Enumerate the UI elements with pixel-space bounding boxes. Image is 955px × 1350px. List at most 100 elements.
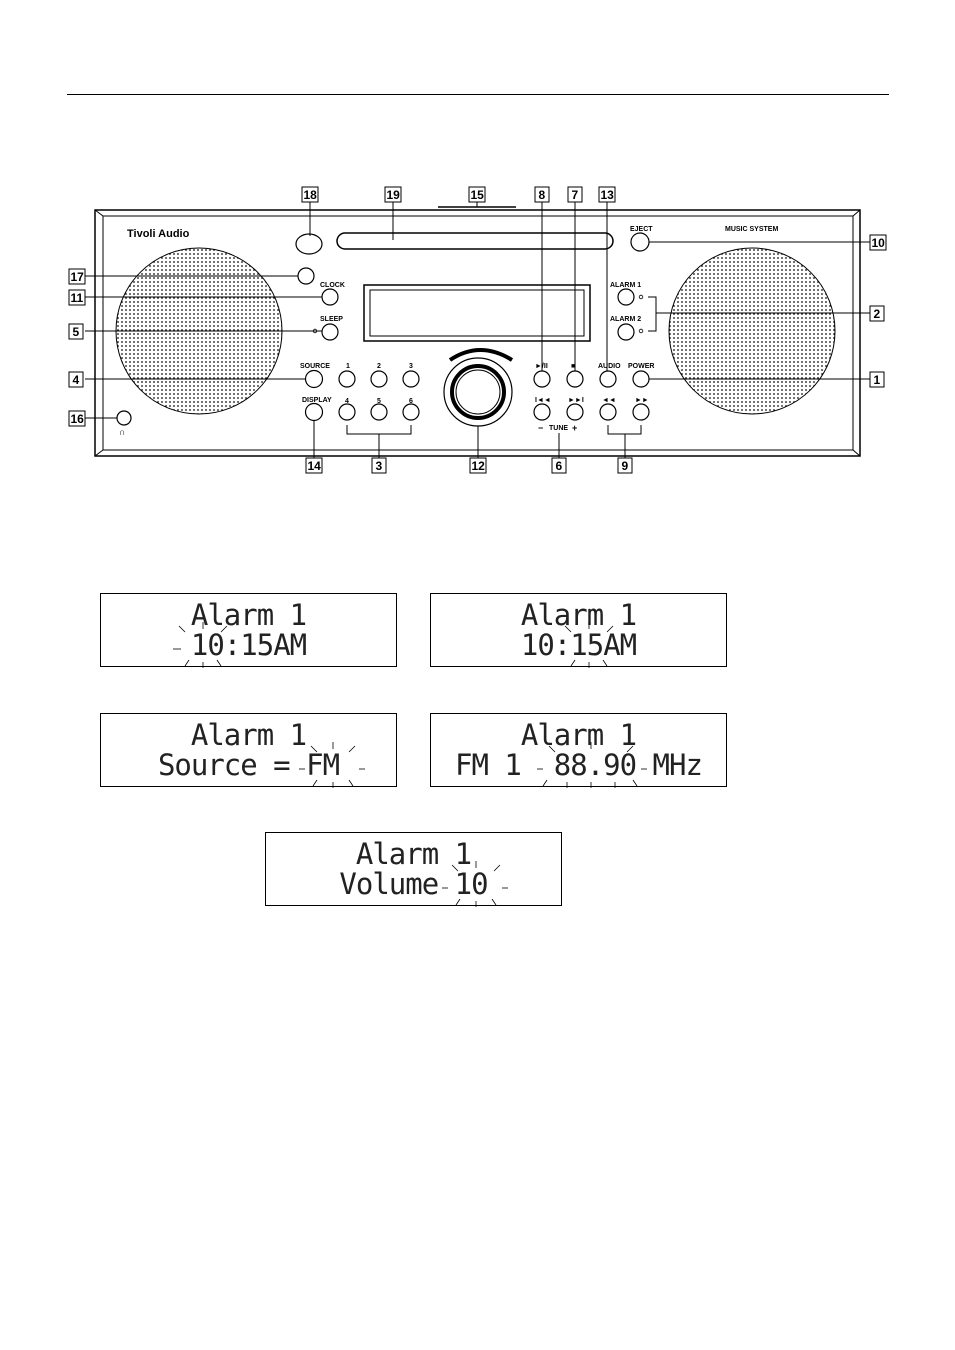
svg-text:7: 7 [572, 188, 579, 202]
right-speaker-grille [669, 248, 835, 414]
rewind-label: ◄◄ [602, 397, 616, 404]
next-label: ►►I [568, 397, 584, 404]
display-button[interactable] [306, 404, 323, 421]
callout-11: 11 [69, 290, 85, 305]
ir-sensor-button[interactable] [296, 234, 322, 254]
callout-2: 2 [870, 306, 884, 321]
lcd-alarm-time-minutes: Alarm 1 10:15AM [430, 593, 727, 667]
blink-marks [431, 594, 728, 668]
svg-text:13: 13 [601, 188, 615, 202]
callout-19: 19 [385, 187, 401, 202]
forward-button[interactable] [633, 404, 649, 420]
lcd-alarm-volume: Alarm 1 Volume 10 [265, 832, 562, 906]
svg-text:12: 12 [472, 459, 486, 473]
svg-text:10: 10 [872, 236, 886, 250]
power-label: POWER [628, 363, 654, 370]
eject-button[interactable] [631, 233, 649, 251]
svg-text:5: 5 [73, 325, 80, 339]
callout-7: 7 [568, 187, 582, 202]
prev-label: I◄◄ [535, 397, 551, 404]
svg-text:18: 18 [304, 188, 318, 202]
tuning-knob[interactable] [444, 358, 512, 426]
preset6-button[interactable] [403, 404, 419, 420]
preset-bracket [347, 425, 411, 434]
display-label: DISPLAY [302, 397, 332, 404]
prev-button[interactable] [534, 404, 550, 420]
lcd-alarm-station: Alarm 1 FM 1 88.90 MHz [430, 713, 727, 787]
tune-plus-label: + [572, 423, 577, 433]
source-button[interactable] [306, 371, 323, 388]
eject-label: EJECT [630, 226, 653, 233]
preset1-label: 1 [346, 363, 350, 370]
callout-12: 12 [470, 458, 486, 473]
forward-label: ►► [635, 397, 649, 404]
callout-5: 5 [69, 324, 83, 339]
sleep-button[interactable] [322, 324, 338, 340]
stop-button[interactable] [567, 371, 583, 387]
rew-fwd-bracket [608, 425, 641, 434]
callout-10: 10 [870, 235, 886, 250]
audio-label: AUDIO [598, 363, 621, 370]
blink-marks [266, 833, 563, 907]
svg-text:11: 11 [71, 291, 84, 305]
svg-text:8: 8 [539, 188, 546, 202]
callout-15: 15 [469, 187, 485, 202]
lcd-alarm-time-hours: Alarm 1 10:15AM [100, 593, 397, 667]
alarm-bracket [648, 297, 656, 331]
preset3-button[interactable] [403, 371, 419, 387]
cd-slot[interactable] [337, 233, 613, 249]
headphone-icon: ∩ [119, 427, 126, 437]
callout-1: 1 [870, 372, 884, 387]
source-label: SOURCE [300, 363, 330, 370]
callout-4: 4 [69, 372, 83, 387]
preset2-button[interactable] [371, 371, 387, 387]
lcd-alarm-source: Alarm 1 Source = FM [100, 713, 397, 787]
clock-button[interactable] [322, 289, 338, 305]
callout-6: 6 [552, 458, 566, 473]
audio-button[interactable] [600, 371, 616, 387]
alarm2-indicator [639, 329, 643, 333]
play-pause-button[interactable] [534, 371, 550, 387]
button-17[interactable] [298, 268, 314, 284]
svg-text:1: 1 [874, 373, 881, 387]
main-display-window [364, 285, 590, 341]
svg-text:15: 15 [471, 188, 485, 202]
alarm2-button[interactable] [618, 324, 634, 340]
svg-text:17: 17 [71, 270, 85, 284]
sleep-label: SLEEP [320, 316, 343, 323]
alarm1-indicator [639, 295, 643, 299]
svg-text:2: 2 [874, 307, 881, 321]
tune-label: TUNE [549, 425, 568, 432]
callout-14: 14 [306, 458, 322, 473]
callout-9: 9 [618, 458, 632, 473]
callout-17: 17 [69, 269, 85, 284]
rewind-button[interactable] [600, 404, 616, 420]
callout-3: 3 [372, 458, 386, 473]
headphone-jack[interactable] [117, 411, 131, 425]
blink-marks [101, 714, 398, 788]
device-front-diagram: Tivoli Audio MUSIC SYSTEM EJECT CLOCK SL… [0, 0, 955, 520]
svg-text:3: 3 [376, 459, 383, 473]
tune-minus-label: − [538, 423, 543, 433]
next-button[interactable] [567, 404, 583, 420]
power-button[interactable] [633, 371, 649, 387]
svg-text:19: 19 [387, 188, 401, 202]
preset3-label: 3 [409, 363, 413, 370]
svg-text:14: 14 [308, 459, 322, 473]
clock-label: CLOCK [320, 282, 345, 289]
alarm1-button[interactable] [618, 289, 634, 305]
svg-text:6: 6 [556, 459, 563, 473]
model-label: MUSIC SYSTEM [725, 226, 778, 233]
preset5-button[interactable] [371, 404, 387, 420]
alarm2-label: ALARM 2 [610, 316, 641, 323]
callout-16: 16 [69, 411, 85, 426]
callout-8: 8 [535, 187, 549, 202]
preset2-label: 2 [377, 363, 381, 370]
preset1-button[interactable] [339, 371, 355, 387]
preset4-button[interactable] [339, 404, 355, 420]
play-pause-label: ►/II [535, 363, 548, 370]
callout-13: 13 [599, 187, 615, 202]
svg-text:4: 4 [73, 373, 80, 387]
blink-marks [101, 594, 398, 668]
brand-label: Tivoli Audio [127, 228, 190, 240]
